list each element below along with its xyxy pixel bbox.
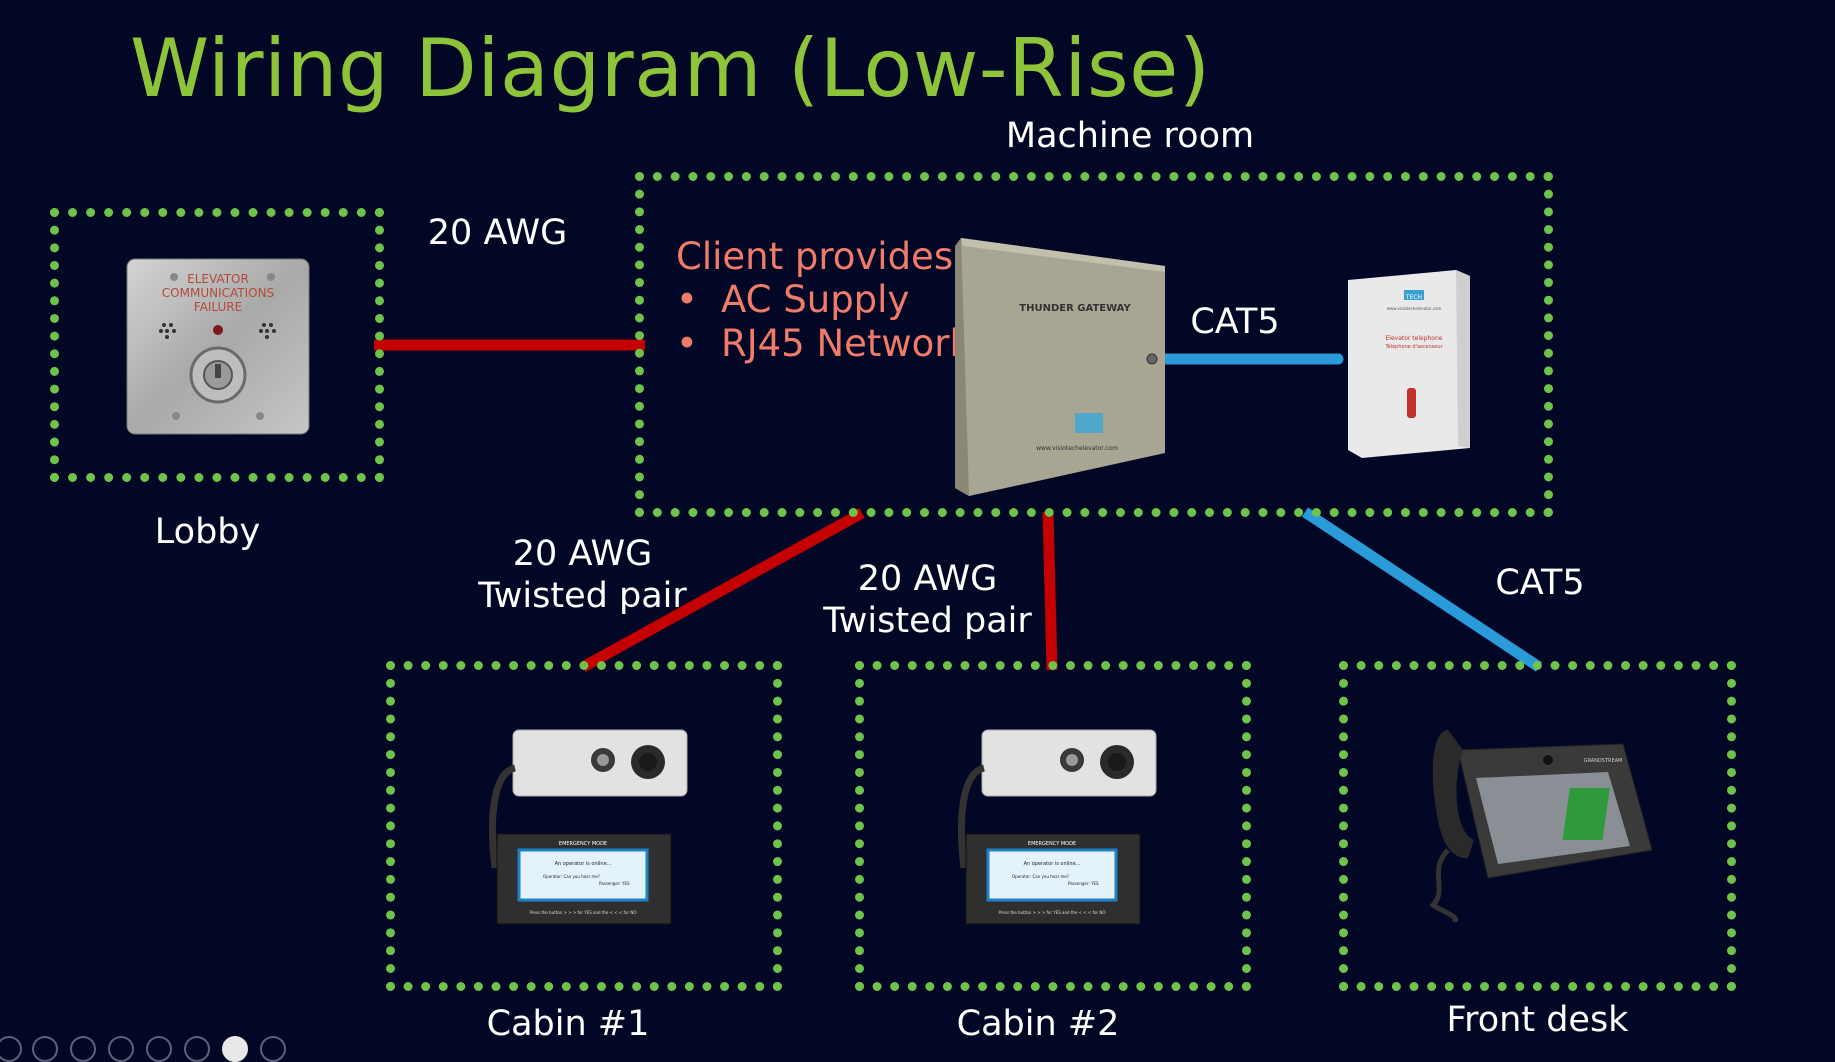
lobby-panel-text-2: COMMUNICATIONS [162, 286, 274, 300]
screen-message: An operator is online... [555, 861, 612, 867]
screen-passenger: Passenger: YES [1068, 881, 1099, 886]
phone-box-text-2: Téléphone d'ascenseur [1384, 343, 1443, 350]
cabin2-box [855, 661, 1251, 991]
lobby-panel-text-3: FAILURE [194, 300, 242, 314]
lobby-panel-image: ELEVATOR COMMUNICATIONS FAILURE [126, 258, 310, 435]
phone-box-url: www.visiotechelevator.com [1387, 306, 1442, 311]
cabin2-wire-label: 20 AWG Twisted pair [810, 558, 1045, 642]
client-provides-heading: Client provides: [676, 235, 966, 278]
cabin1-wire-label-line2: Twisted pair [478, 576, 687, 616]
machine-room-label: Machine room [1005, 116, 1255, 156]
screen-header: EMERGENCY MODE [1028, 841, 1076, 847]
screen-operator: Operator: Can you hear me? [543, 874, 600, 879]
toolbar-grid-icon[interactable] [108, 1036, 134, 1062]
gateway-cat5-label: CAT5 [1190, 302, 1280, 342]
toolbar-next-icon[interactable] [32, 1036, 58, 1062]
client-item-ac: •AC Supply [676, 278, 910, 321]
toolbar-camera-icon[interactable] [222, 1036, 248, 1062]
client-provides-list: •AC Supply •RJ45 Network [676, 278, 971, 366]
machine-room-box [635, 172, 1553, 517]
cabin1-box [386, 661, 782, 991]
toolbar-more-icon[interactable] [260, 1036, 286, 1062]
screen-footer: Press the button > > > for YES and the <… [530, 910, 637, 915]
toolbar-pen-icon[interactable] [70, 1036, 96, 1062]
deskphone-brand: GRANDSTREAM [1584, 758, 1623, 764]
screen-header: EMERGENCY MODE [559, 841, 607, 847]
cabin1-device-image: EMERGENCY MODE An operator is online... … [488, 729, 688, 925]
cabin1-label: Cabin #1 [486, 1004, 650, 1044]
lobby-label: Lobby [154, 512, 261, 552]
screen-passenger: Passenger: YES [599, 881, 630, 886]
front-desk-label: Front desk [1446, 1000, 1629, 1040]
client-provides-block: Client provides: •AC Supply •RJ45 Networ… [676, 235, 971, 366]
lobby-wire-label: 20 AWG [427, 213, 568, 253]
screen-message: An operator is online... [1024, 861, 1081, 867]
elevator-telephone-box-image: TECH www.visiotechelevator.com Elevator … [1348, 270, 1470, 458]
toolbar-screen-icon[interactable] [184, 1036, 210, 1062]
gateway-url: www.visiotechelevator.com [1036, 445, 1118, 452]
cabin1-wire [580, 508, 865, 672]
lobby-panel-text-1: ELEVATOR [187, 272, 249, 286]
page-title: Wiring Diagram (Low-Rise) [130, 22, 1211, 115]
bullet-icon: • [676, 322, 698, 365]
cabin1-wire-label: 20 AWG Twisted pair [465, 533, 700, 617]
phone-handset-icon [1407, 388, 1416, 418]
screen-footer: Press the button > > > for YES and the <… [999, 910, 1106, 915]
lobby-box [50, 208, 384, 482]
cabin2-wire [1042, 511, 1058, 671]
toolbar-zoom-icon[interactable] [146, 1036, 172, 1062]
cabin2-label: Cabin #2 [956, 1004, 1120, 1044]
cabin2-wire-label-line2: Twisted pair [823, 601, 1032, 641]
phone-box-logo: TECH [1405, 294, 1422, 301]
phone-box-text-1: Elevator telephone [1386, 335, 1443, 342]
front-desk-wire-label: CAT5 [1495, 563, 1585, 603]
client-item-rj45: •RJ45 Network [676, 322, 971, 365]
front-desk-wire [1301, 507, 1543, 672]
cabin2-device-image: EMERGENCY MODE An operator is online... … [957, 729, 1157, 925]
toolbar-prev-icon[interactable] [0, 1036, 22, 1062]
screen-operator: Operator: Can you hear me? [1012, 874, 1069, 879]
thunder-gateway-image: THUNDER GATEWAY www.visiotechelevator.co… [955, 238, 1165, 496]
cabin1-wire-label-line1: 20 AWG [512, 534, 653, 574]
cabin2-wire-label-line1: 20 AWG [857, 559, 998, 599]
front-desk-box [1339, 661, 1736, 991]
front-desk-phone-image: GRANDSTREAM [1429, 730, 1653, 922]
gateway-label: THUNDER GATEWAY [1019, 303, 1131, 314]
bullet-icon: • [676, 278, 698, 321]
